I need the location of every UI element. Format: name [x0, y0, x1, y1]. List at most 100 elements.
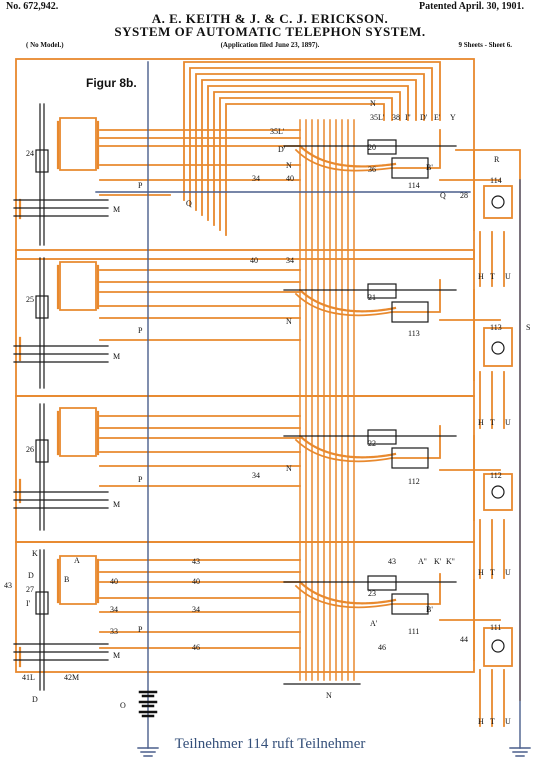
- label-m-2: M: [113, 352, 120, 361]
- label-i1: I': [26, 599, 31, 608]
- label-25: 25: [26, 295, 34, 304]
- label-t-4: T: [490, 717, 495, 726]
- label-y: Y: [450, 113, 456, 122]
- label-t-2: T: [490, 418, 495, 427]
- label-46-mid: 46: [192, 643, 200, 652]
- label-s: S: [526, 323, 530, 332]
- label-43-mid: 43: [192, 557, 200, 566]
- label-40-a: 40: [286, 174, 294, 183]
- label-p-4: P: [138, 625, 143, 634]
- label-34-a: 34: [252, 174, 260, 183]
- label-112-b: 112: [490, 471, 502, 480]
- figure-label: Figur 8b.: [86, 76, 137, 90]
- label-a-left: A: [74, 556, 80, 565]
- label-23: 23: [368, 589, 376, 598]
- label-t-1: T: [490, 272, 495, 281]
- label-h-2: H: [478, 418, 484, 427]
- blue-bus: [95, 61, 531, 757]
- label-41l: 41L: [22, 673, 35, 682]
- label-e1: E': [434, 113, 441, 122]
- coil-windings: [18, 120, 397, 670]
- label-d-left: D: [28, 571, 34, 580]
- patent-date: Patented April. 30, 1901.: [419, 1, 524, 12]
- label-p-1: P: [138, 181, 143, 190]
- label-h-3: H: [478, 568, 484, 577]
- label-h-4: H: [478, 717, 484, 726]
- label-27: 27: [26, 585, 34, 594]
- label-o: O: [120, 701, 126, 710]
- label-m-1: M: [113, 205, 120, 214]
- label-k1: K': [434, 557, 442, 566]
- label-40-b: 40: [250, 256, 258, 265]
- line-bundle-n: [299, 119, 355, 681]
- label-36: 36: [368, 165, 376, 174]
- label-q-right: Q: [440, 191, 446, 200]
- label-i2: I'': [405, 113, 411, 122]
- caption: Teilnehmer 114 ruft Teilnehmer: [174, 736, 366, 752]
- sheet-note: 9 Sheets - Sheet 6.: [458, 41, 512, 49]
- label-b1: B': [426, 163, 433, 172]
- orange-wiring: [15, 58, 521, 727]
- label-p-3: P: [138, 475, 143, 484]
- label-a2: A'': [418, 557, 427, 566]
- battery-o: [138, 690, 158, 718]
- label-33: 33: [110, 627, 118, 636]
- label-q-left: Q: [186, 199, 192, 208]
- label-28: 28: [460, 191, 468, 200]
- label-n-4: N: [286, 464, 292, 473]
- application-note: (Application filed June 23, 1897).: [220, 41, 320, 49]
- label-38: 38: [392, 113, 400, 122]
- label-34-e: 34: [192, 605, 200, 614]
- label-35l-b: 35L': [370, 113, 385, 122]
- mechanical-parts: [13, 103, 505, 691]
- label-u-2: U: [505, 418, 511, 427]
- label-114-b: 114: [490, 176, 502, 185]
- label-k2: K'': [446, 557, 455, 566]
- label-114-a: 114: [408, 181, 420, 190]
- label-b-left: B: [64, 575, 69, 584]
- label-112-a: 112: [408, 477, 420, 486]
- inventors-title: A. E. KEITH & J. & C. J. ERICKSON.: [151, 11, 389, 26]
- label-113-b: 113: [490, 323, 502, 332]
- label-b1-b: B': [426, 605, 433, 614]
- label-n-bottom: N: [326, 691, 332, 700]
- label-34-c: 34: [252, 471, 260, 480]
- label-k-left: K: [32, 549, 38, 558]
- label-a1: A': [370, 619, 378, 628]
- label-113-a: 113: [408, 329, 420, 338]
- label-44: 44: [460, 635, 468, 644]
- label-u-4: U: [505, 717, 511, 726]
- label-d-bottom: D: [32, 695, 38, 704]
- label-21: 21: [368, 293, 376, 302]
- label-d1-b: D': [278, 145, 286, 154]
- label-n-3: N: [286, 317, 292, 326]
- label-111-a: 111: [408, 627, 419, 636]
- patent-title: SYSTEM OF AUTOMATIC TELEPHON SYSTEM.: [114, 24, 426, 39]
- label-40-c: 40: [110, 577, 118, 586]
- label-r: R: [494, 155, 500, 164]
- label-43-left: 43: [4, 581, 12, 590]
- label-26: 26: [26, 445, 34, 454]
- label-46-right: 46: [378, 643, 386, 652]
- label-22: 22: [368, 439, 376, 448]
- label-n-2: N: [286, 161, 292, 170]
- label-40-d: 40: [192, 577, 200, 586]
- model-note: ( No Model.): [26, 41, 64, 49]
- label-24: 24: [26, 149, 34, 158]
- label-m-3: M: [113, 500, 120, 509]
- label-u-1: U: [505, 272, 511, 281]
- patent-number: No. 672,942.: [6, 1, 59, 12]
- label-34-b: 34: [286, 256, 294, 265]
- label-35l: 35L': [270, 127, 285, 136]
- label-43-right: 43: [388, 557, 396, 566]
- label-d1: D': [420, 113, 428, 122]
- label-u-3: U: [505, 568, 511, 577]
- diagram-labels: N 35L' 35L' 38 I'' D' E' Y D' 20 N 40 36…: [4, 99, 530, 726]
- label-20: 20: [368, 143, 376, 152]
- label-42m: 42M: [64, 673, 79, 682]
- label-m-4: M: [113, 651, 120, 660]
- label-p-2: P: [138, 326, 143, 335]
- label-111-b: 111: [490, 623, 501, 632]
- label-n-top: N: [370, 99, 376, 108]
